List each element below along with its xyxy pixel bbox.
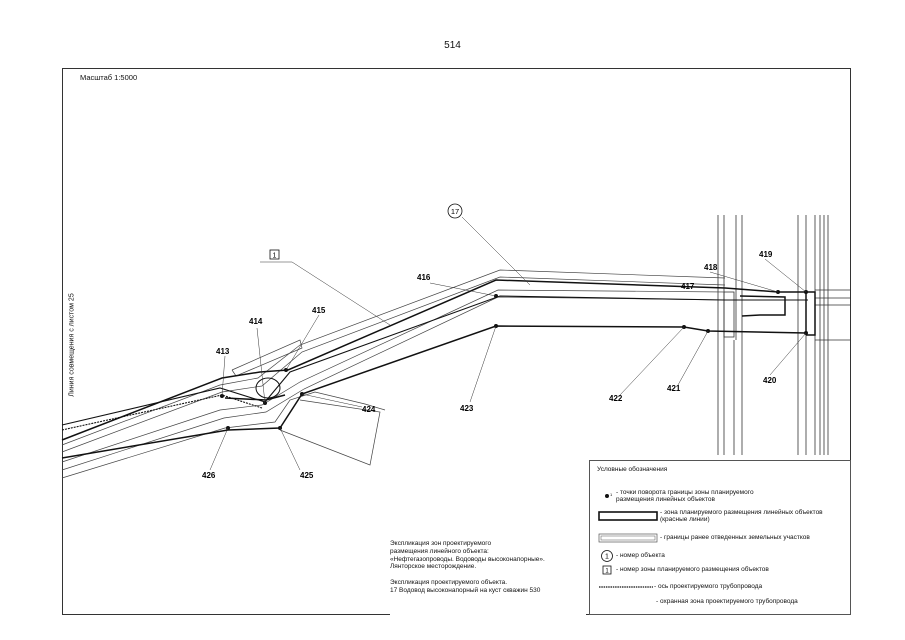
- zone-number-symbol: 1: [602, 565, 612, 575]
- label-416: 416: [417, 273, 431, 282]
- object-number-callout: [447, 203, 463, 219]
- label-420: 420: [763, 376, 777, 385]
- legend-row-zone-number: 1 - номер зоны планируемого размещения о…: [600, 564, 769, 576]
- turning-point-symbol: 1: [605, 492, 613, 499]
- label-418: 418: [704, 263, 718, 272]
- legend-row-planned-zone: - зона планируемого размещения линейных …: [598, 509, 823, 524]
- object-explication-title: Экспликация проектируемого объекта.: [390, 579, 508, 587]
- label-413: 413: [216, 347, 230, 356]
- allotted-parcels: [61, 269, 726, 479]
- legend-row-object-number: 1 - номер объекта: [600, 549, 665, 563]
- parcel-symbol: [598, 533, 658, 543]
- scale-label: Масштаб 1:5000: [80, 73, 138, 82]
- legend: Условные обозначения 1 - точки поворота …: [589, 460, 851, 615]
- svg-text:1: 1: [605, 554, 609, 561]
- legend-row-protection-zone: - охранная зона проектируемого трубопров…: [656, 598, 798, 605]
- label-422: 422: [609, 394, 623, 403]
- explication-block: Экспликация зон проектируемого размещени…: [390, 540, 586, 615]
- turning-points: [220, 290, 808, 430]
- label-423: 423: [460, 404, 474, 413]
- object-explication-entry: 17 Водовод высоконапорный на куст скважи…: [390, 586, 541, 594]
- zone-explication: Экспликация зон проектируемого размещени…: [390, 540, 545, 571]
- label-414: 414: [249, 317, 263, 326]
- label-426: 426: [202, 471, 216, 480]
- label-415: 415: [312, 306, 326, 315]
- label-421: 421: [667, 384, 681, 393]
- svg-text:1: 1: [610, 492, 613, 497]
- object-number-symbol: 1: [601, 550, 613, 562]
- legend-row-parcels: - границы ранее отведенных земельных уча…: [598, 532, 810, 544]
- page-number: 514: [444, 40, 461, 51]
- label-425: 425: [300, 471, 314, 480]
- planned-zone-symbol: [598, 511, 658, 522]
- legend-row-turning-point: 1 - точки поворота границы зоны планируе…: [604, 489, 754, 504]
- zone-number-callout: [269, 249, 280, 260]
- leader-lines: [209, 216, 807, 471]
- zone-number-text: 1: [273, 253, 277, 260]
- legend-title: Условные обозначения: [597, 466, 668, 473]
- legend-row-pipeline-axis: - ось проектируемого трубопровода: [598, 583, 762, 591]
- label-417: 417: [681, 282, 695, 291]
- svg-text:1: 1: [605, 569, 609, 575]
- valve-loop: [255, 377, 281, 399]
- road-strips: [717, 215, 851, 455]
- planned-zone: [61, 279, 816, 459]
- label-419: 419: [759, 250, 773, 259]
- pipeline-axis-symbol: [599, 586, 653, 588]
- object-number-text: 17: [451, 207, 459, 216]
- label-424: 424: [362, 405, 376, 414]
